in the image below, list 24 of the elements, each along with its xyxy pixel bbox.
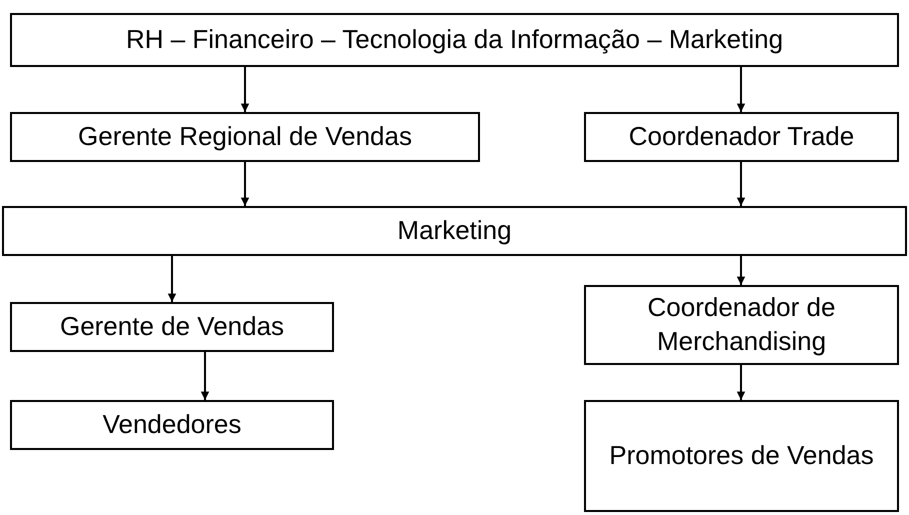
org-box xyxy=(10,302,334,352)
box-label: Coordenador Trade xyxy=(628,120,856,154)
org-box xyxy=(584,285,899,365)
org-box xyxy=(10,400,334,450)
arrow xyxy=(736,162,744,208)
arrow xyxy=(736,365,744,402)
org-box xyxy=(10,112,480,162)
arrow xyxy=(166,256,175,304)
arrow xyxy=(736,67,744,114)
arrow xyxy=(200,352,208,402)
org-box xyxy=(584,400,899,512)
box-label: Marketing xyxy=(396,214,513,248)
arrow xyxy=(240,162,248,208)
org-box xyxy=(2,206,907,256)
org-box xyxy=(584,112,899,162)
org-box xyxy=(10,13,899,67)
arrow xyxy=(240,67,248,114)
box-label: Gerente de Vendas xyxy=(58,310,286,344)
box-label: Coordenador de Merchandising xyxy=(646,291,836,358)
box-label: Promotores de Vendas xyxy=(608,439,875,472)
box-label: RH – Financeiro – Tecnologia da Informação – Marketing xyxy=(124,23,784,56)
arrow xyxy=(736,256,744,288)
box-label: Gerente Regional de Vendas xyxy=(77,120,413,154)
box-label: Vendedores xyxy=(102,408,242,442)
